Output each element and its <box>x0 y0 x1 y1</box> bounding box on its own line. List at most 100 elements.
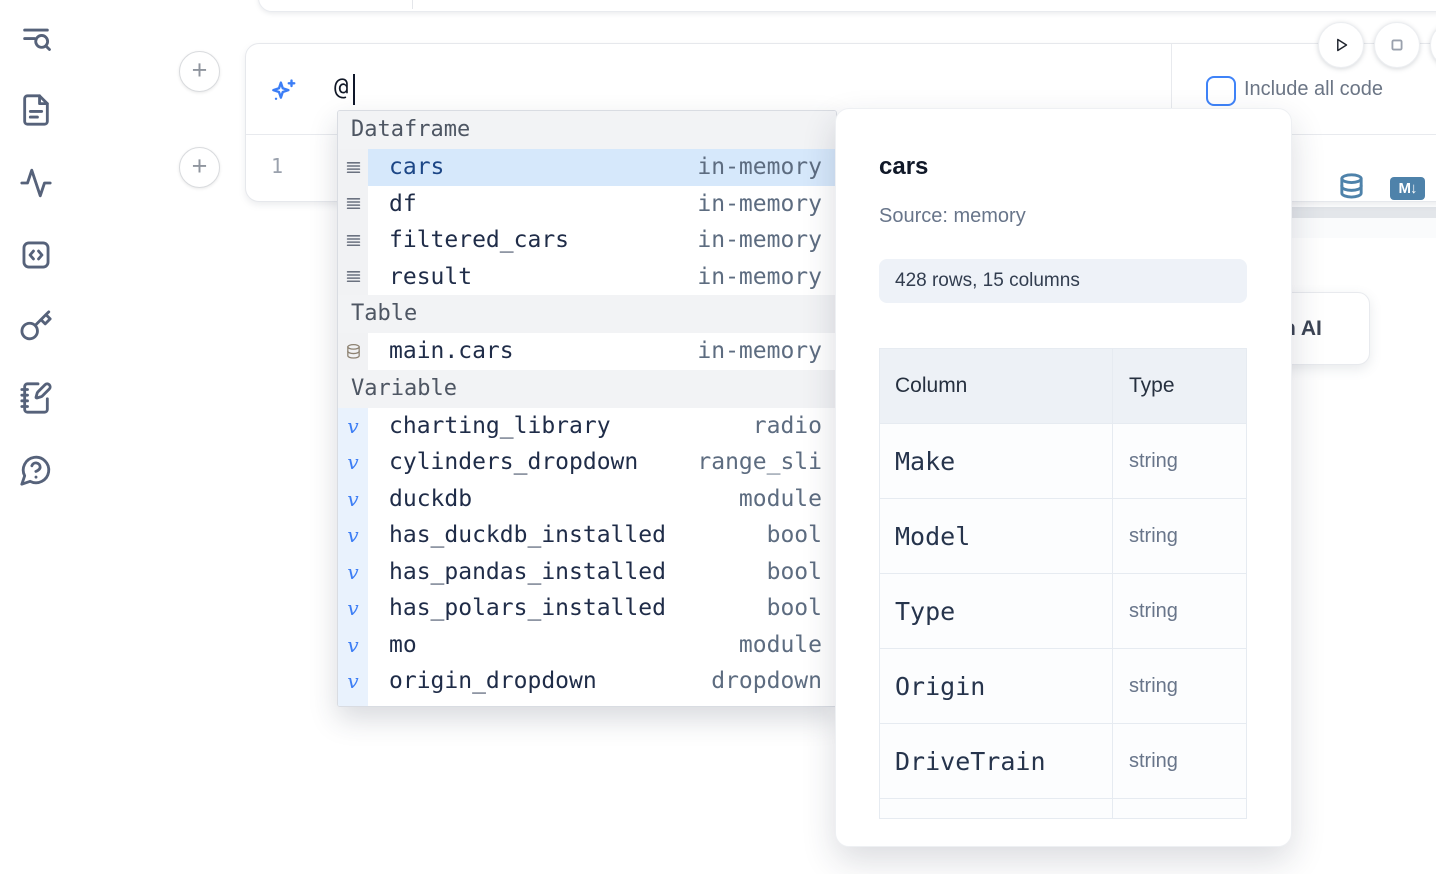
input-divider <box>1171 44 1172 134</box>
notebook-pen-icon[interactable] <box>19 381 53 415</box>
preview-source: Source: memory <box>879 205 1026 227</box>
column-type-cell <box>1113 799 1246 818</box>
variable-icon: v <box>338 517 368 554</box>
text-search-icon[interactable] <box>19 23 53 57</box>
line-number: 1 <box>271 154 284 178</box>
key-icon[interactable] <box>19 309 53 343</box>
autocomplete-section-header: Table <box>338 295 836 333</box>
variable-icon: v <box>338 590 368 627</box>
add-cell-button-top[interactable]: + <box>179 51 220 92</box>
help-icon[interactable] <box>19 453 53 487</box>
activity-icon[interactable] <box>19 166 53 200</box>
item-name: mo <box>389 631 417 658</box>
schema-header-row: Column Type <box>880 349 1246 424</box>
item-type: module <box>739 700 822 707</box>
variable-icon: v <box>338 553 368 590</box>
item-name: filtered_cars <box>389 227 570 253</box>
schema-row: Origin string <box>880 649 1246 724</box>
dataframe-icon <box>338 185 368 222</box>
play-button[interactable] <box>1318 22 1364 68</box>
item-type: in-memory <box>697 338 822 364</box>
column-header: Column <box>880 349 1113 423</box>
column-type: string <box>1129 749 1178 772</box>
column-name: DriveTrain <box>895 746 1046 776</box>
column-type-cell: string <box>1113 649 1246 723</box>
schema-row <box>880 799 1246 818</box>
markdown-icon[interactable]: M↓ <box>1390 177 1425 200</box>
shape-badge: 428 rows, 15 columns <box>879 259 1247 303</box>
item-type: range_sli <box>697 449 822 475</box>
sparkles-icon <box>269 77 299 107</box>
item-type: bool <box>766 522 822 548</box>
variable-icon: v <box>338 699 368 706</box>
item-name: origin_dropdown <box>389 668 597 694</box>
table-database-icon <box>338 333 368 370</box>
item-name: has_pandas_installed <box>389 558 666 585</box>
previous-cell-gutter-divider <box>412 0 413 9</box>
file-icon[interactable] <box>19 93 53 127</box>
autocomplete-item-pd[interactable]: v pd module <box>338 699 836 707</box>
column-name-cell <box>880 799 1113 818</box>
column-type-cell: string <box>1113 424 1246 498</box>
item-type: bool <box>766 558 822 585</box>
item-name: has_duckdb_installed <box>389 522 666 548</box>
variable-icon: v <box>338 480 368 517</box>
column-name: Model <box>895 521 971 551</box>
autocomplete-section-header: Dataframe <box>338 111 836 149</box>
column-name: Type <box>895 596 956 626</box>
item-type: in-memory <box>697 263 822 290</box>
item-type: in-memory <box>697 227 822 253</box>
add-cell-button-bottom[interactable]: + <box>179 147 220 188</box>
item-name: cars <box>389 154 445 180</box>
database-output-icon[interactable] <box>1337 171 1366 202</box>
autocomplete-item-main.cars[interactable]: main.cars in-memory <box>338 333 836 370</box>
ai-button-label: h AI <box>1283 317 1322 340</box>
item-type: in-memory <box>697 190 822 217</box>
dataframe-icon <box>338 222 368 259</box>
autocomplete-item-filtered_cars[interactable]: filtered_cars in-memory <box>338 222 836 259</box>
column-type-cell: string <box>1113 724 1246 798</box>
autocomplete-item-result[interactable]: result in-memory <box>338 258 836 295</box>
column-name: Make <box>895 446 956 476</box>
autocomplete-item-has_pandas_installed[interactable]: v has_pandas_installed bool <box>338 553 836 590</box>
autocomplete-item-df[interactable]: df in-memory <box>338 185 836 222</box>
column-name-cell: Make <box>880 424 1113 498</box>
dataframe-icon <box>338 258 368 295</box>
column-name-cell: Origin <box>880 649 1113 723</box>
item-name: pd <box>389 700 417 707</box>
left-sidebar <box>0 0 72 874</box>
column-name: Origin <box>895 671 986 701</box>
schema-row: Make string <box>880 424 1246 499</box>
dataframe-preview-panel: cars Source: memory 428 rows, 15 columns… <box>835 108 1292 847</box>
item-name: result <box>389 263 473 290</box>
item-name: duckdb <box>389 485 473 512</box>
type-header: Type <box>1129 374 1175 397</box>
item-type: module <box>738 631 822 658</box>
column-type: string <box>1129 449 1178 472</box>
dataframe-icon <box>338 149 368 186</box>
output-table-edge <box>1290 207 1436 218</box>
item-name: df <box>389 190 417 217</box>
code-cell-icon[interactable] <box>19 238 53 272</box>
item-type: bool <box>766 595 822 621</box>
ai-prompt-input[interactable]: @ <box>334 73 349 101</box>
item-name: cylinders_dropdown <box>389 449 639 475</box>
variable-icon: v <box>338 407 368 444</box>
item-type: module <box>738 485 822 512</box>
stop-button[interactable] <box>1374 22 1420 68</box>
include-all-code-checkbox[interactable] <box>1206 76 1236 106</box>
column-name-cell: DriveTrain <box>880 724 1113 798</box>
item-name: main.cars <box>389 338 514 364</box>
autocomplete-item-has_duckdb_installed[interactable]: v has_duckdb_installed bool <box>338 517 836 554</box>
item-name: charting_library <box>389 412 611 439</box>
preview-title: cars <box>879 153 929 180</box>
